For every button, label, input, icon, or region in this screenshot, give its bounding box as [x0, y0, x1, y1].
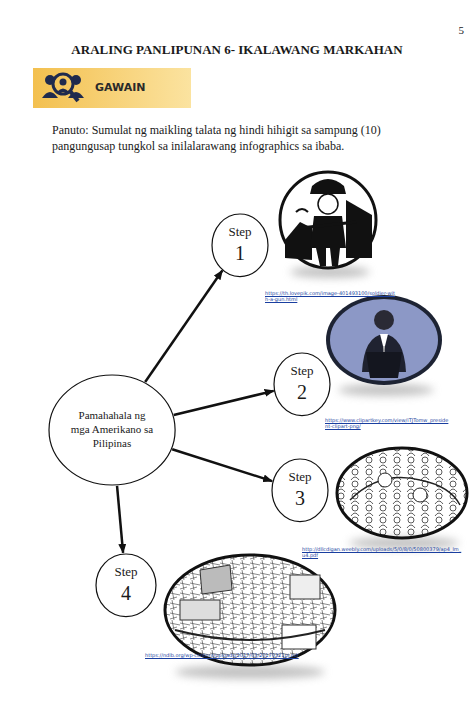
step-circle: Step4	[95, 553, 157, 618]
arrow-connector	[117, 486, 123, 553]
step-circle: Step2	[273, 352, 331, 417]
source-link: https://www.clipartkey.com/view/iTJTomw_…	[325, 417, 450, 429]
step-circle: Step3	[271, 458, 329, 523]
soldier-image	[280, 172, 376, 268]
search-people-icon	[42, 74, 84, 101]
page-number: 5	[440, 24, 464, 36]
activity-banner: GAWAIN	[33, 68, 191, 108]
protest-image	[165, 555, 335, 665]
source-link: https://ndlb.org/wp-content/uploads/2017…	[145, 652, 355, 658]
node-text: Step	[288, 469, 311, 485]
arrow-connector	[145, 271, 222, 383]
node-text: Step	[228, 224, 251, 240]
node-text: Step	[114, 564, 137, 580]
instructions: Panuto: Sumulat ng maikling talata ng hi…	[52, 123, 427, 154]
arrow-connector	[174, 391, 274, 415]
source-link: https://th.lovepik.com/image-401493100/s…	[265, 290, 395, 302]
step-number: 3	[295, 486, 305, 511]
step-number: 2	[297, 380, 307, 405]
president-image	[326, 295, 442, 385]
source-link: http://dllcdigan.weebly.com/uploads/5/0/…	[302, 546, 462, 558]
node-text: Pamahahala ng mga Amerikano sa Pilipinas	[69, 409, 155, 450]
node-text: GAWAIN	[95, 81, 146, 95]
step-circle: Step1	[211, 213, 269, 278]
step-number: 1	[235, 241, 245, 266]
page-title: ARALING PANLIPUNAN 6- IKALAWANG MARKAHAN	[20, 42, 454, 58]
arrow-connector	[172, 449, 272, 481]
step-number: 4	[121, 581, 131, 606]
topic-circle: Pamahahala ng mga Amerikano sa Pilipinas	[48, 374, 176, 486]
node-text: Step	[290, 363, 313, 379]
banner	[33, 68, 191, 108]
crowd-image	[337, 448, 467, 538]
